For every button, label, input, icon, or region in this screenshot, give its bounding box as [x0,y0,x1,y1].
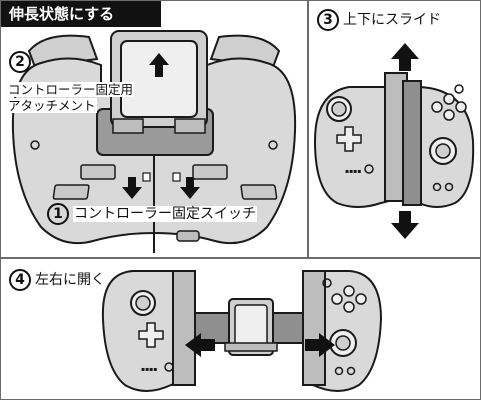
step2-number: 2 [9,51,35,73]
svg-text:▪▪▪▪: ▪▪▪▪ [141,366,157,373]
controller-open-illustration: ▪▪▪▪ [101,270,383,392]
svg-text:▪▪▪▪: ▪▪▪▪ [345,168,361,175]
step2-label-line1: コントローラー固定用 [7,82,135,97]
controller-side-illustration: ▪▪▪▪ [313,43,475,239]
divider-vertical [307,0,309,258]
divider-horizontal [0,257,481,259]
step2-label-line2: アタッチメント [7,98,97,113]
section-title: 伸長状態にする [1,1,161,27]
